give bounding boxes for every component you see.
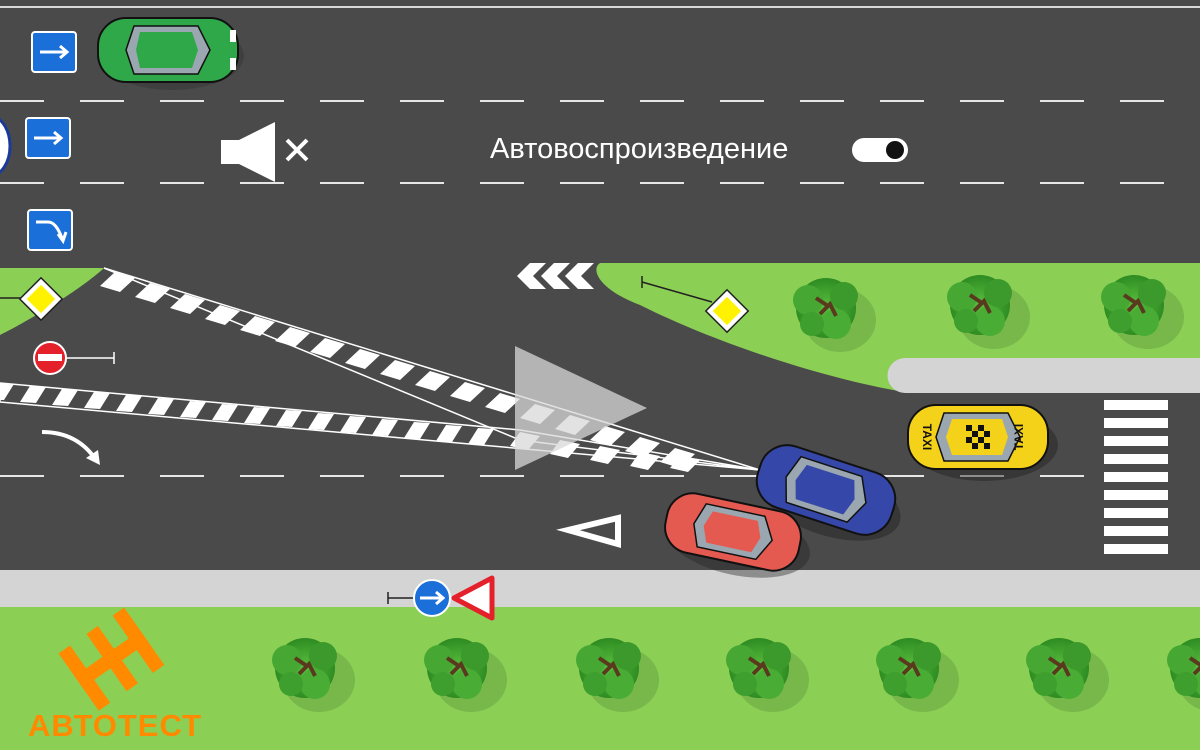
play-triangle-icon (515, 346, 647, 470)
yield-sign (451, 575, 495, 621)
lane-markings (0, 100, 1200, 477)
autoplay-toggle[interactable] (852, 138, 908, 162)
hatched-wedge-lower (0, 382, 761, 472)
sidewalk-bottom (0, 570, 1200, 607)
toggle-knob (886, 141, 904, 159)
main-road-sign-right (641, 276, 750, 334)
car-taxi: TAXI TAXI (907, 404, 1058, 481)
lane-sign-turn-right (27, 209, 73, 251)
lane-sign-straight-1 (31, 31, 77, 73)
keep-right-sign (387, 579, 451, 617)
yield-road-marking (556, 514, 621, 548)
car-red (664, 492, 810, 578)
car-green (97, 17, 244, 90)
pedestrian-crossing (1104, 400, 1168, 554)
mute-button[interactable] (215, 118, 315, 188)
grass-island-right (596, 263, 1200, 392)
play-button[interactable] (505, 340, 655, 480)
speaker-muted-icon (221, 122, 309, 182)
taxi-label-front: TAXI (1012, 424, 1026, 450)
autotest-logo-mark (58, 607, 165, 711)
main-road-sign-left (0, 276, 64, 322)
car-blue (755, 444, 901, 541)
taxi-label-rear: TAXI (920, 424, 934, 450)
autoplay-label: Автовоспроизведение (490, 133, 789, 165)
no-entry-sign (33, 341, 115, 375)
car-partial-left (0, 118, 12, 174)
chevron-hatch-right (517, 263, 594, 289)
lane-sign-straight-2 (25, 117, 71, 159)
autotest-logo-text: АВТОТЕСТ (28, 708, 203, 743)
sidewalk-right (887, 358, 1200, 393)
